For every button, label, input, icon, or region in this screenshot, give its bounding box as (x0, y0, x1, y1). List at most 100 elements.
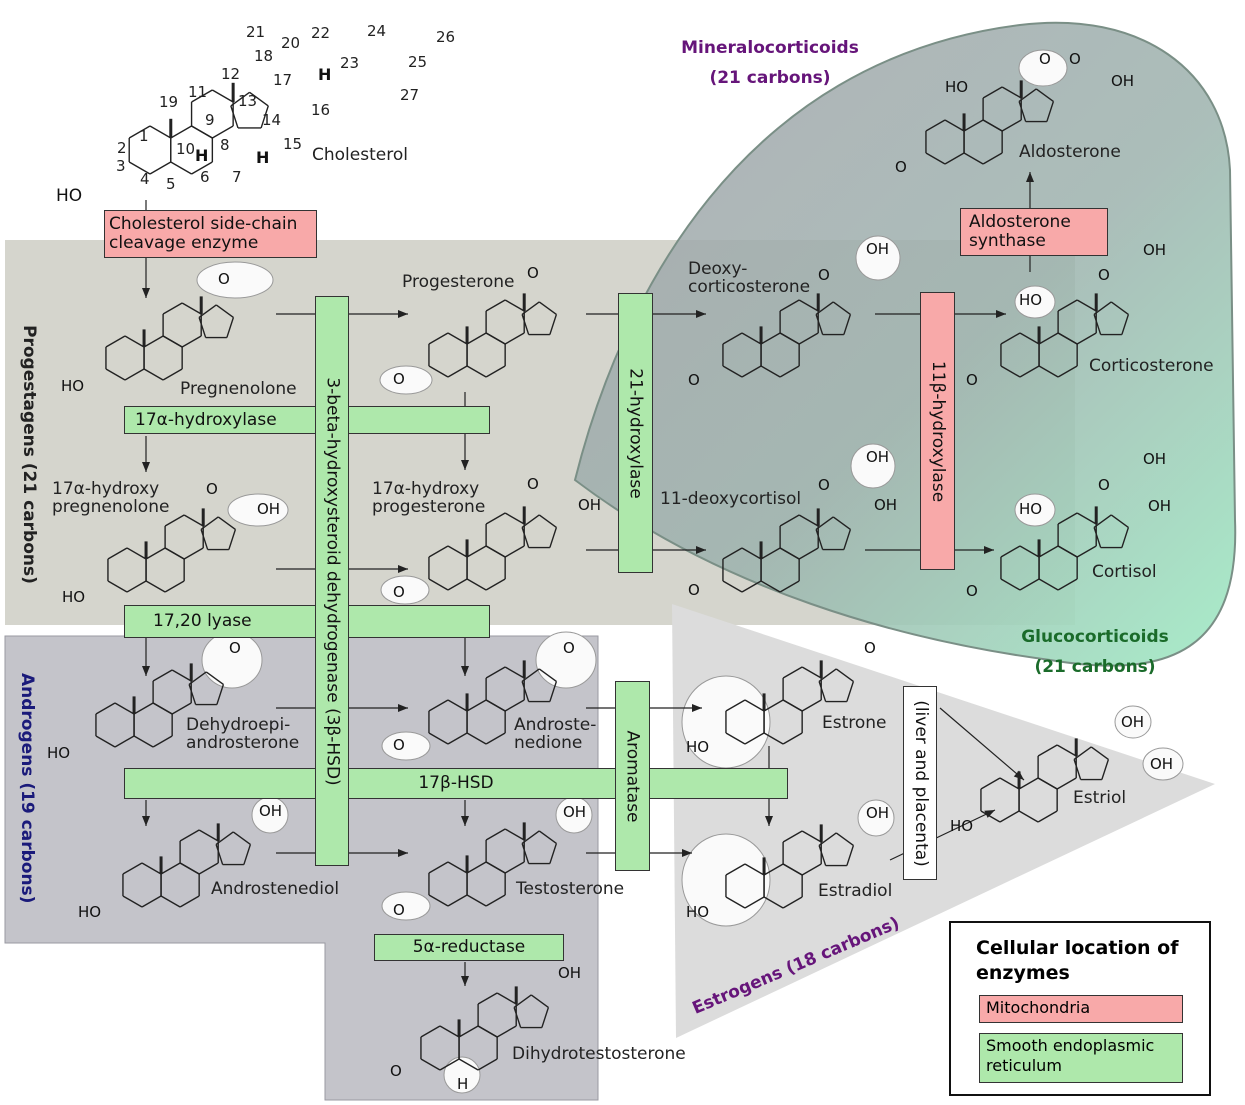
atom-o-estrone: O (864, 639, 876, 657)
atom-oh-deoxycortisol-17: OH (874, 496, 898, 514)
compound-17-hydroxyprogesterone: 17α-hydroxy progesterone (372, 479, 486, 517)
structure-androstenediol (122, 823, 252, 908)
carbon-number-20: 20 (281, 34, 301, 52)
corticoid-region (573, 21, 1237, 667)
carbon-number-25: 25 (408, 53, 428, 71)
compound-pregnenolone: Pregnenolone (180, 379, 297, 399)
atom-ho-androstenediol: HO (78, 903, 102, 921)
carbon-number-3: 3 (116, 157, 126, 175)
atom-oh-deoxycorticosterone: OH (866, 240, 890, 258)
structure-estradiol (725, 824, 855, 909)
compound-androstenedione: Androste- nedione (514, 715, 597, 753)
carbon-number-23: 23 (340, 54, 360, 72)
atom-o-androstenedione-17: O (563, 639, 575, 657)
atom-o-deoxycorticosterone-20: O (818, 266, 830, 284)
atom-o-deoxycortisol-20: O (818, 476, 830, 494)
atom-oh-dht: OH (558, 964, 582, 982)
atom-o-dhea: O (229, 639, 241, 657)
androgens-region (4, 635, 599, 1101)
progestagens-label: Progestagens (21 carbons) (19, 325, 39, 584)
atom-o-dht: O (390, 1062, 402, 1080)
atom-h-cholesterol-14: H (256, 148, 270, 167)
structure-11-deoxycortisol (722, 508, 852, 593)
compound-estradiol: Estradiol (818, 881, 893, 901)
enzyme-liver-placenta: (liver and placenta) (903, 686, 937, 880)
glucocorticoids-label: Glucocorticoids (21 carbons) (1021, 627, 1169, 677)
atom-o-hydroxyprogesterone-3: O (393, 583, 405, 601)
arrow-17ohp-dhea (142, 637, 150, 676)
atom-o-deoxycortisol-3: O (688, 581, 700, 599)
structure-17-hydroxypregnenolone (107, 508, 237, 593)
carbon-number-1: 1 (139, 127, 149, 145)
carbon-number-7: 7 (232, 168, 242, 186)
carbon-number-19: 19 (159, 93, 179, 111)
legend-title: Cellular location of enzymes (976, 937, 1179, 984)
arrow-andro-testo (461, 800, 469, 826)
enzyme-11b-hydroxylase: 11β-hydroxylase (920, 292, 955, 570)
carbon-number-22: 22 (311, 24, 331, 42)
enzyme-aldosterone-synthase: Aldosterone synthase (960, 208, 1108, 256)
carbon-number-13: 13 (238, 92, 258, 110)
atom-o-cortisol-20: O (1098, 476, 1110, 494)
carbon-number-10: 10 (176, 140, 196, 158)
carbon-number-17: 17 (273, 71, 293, 89)
structure-estrone (725, 660, 855, 745)
atom-o-corticosterone-20: O (1098, 266, 1110, 284)
carbon-number-27: 27 (400, 86, 420, 104)
structure-corticosterone (1000, 293, 1130, 378)
atom-o-testosterone: O (393, 901, 405, 919)
atom-ho-estriol: HO (950, 817, 974, 835)
atom-ho-corticosterone: HO (1019, 291, 1043, 309)
arrow-17ohprog-andro (461, 638, 469, 676)
carbon-number-26: 26 (436, 28, 456, 46)
enzyme-3b-hsd: 3-beta-hydroxysteroid dehydrogenase (3β-… (315, 296, 349, 866)
carbon-number-8: 8 (220, 136, 230, 154)
carbon-number-12: 12 (221, 65, 241, 83)
atom-h-dht: H (457, 1075, 469, 1093)
androgens-label: Androgens (19 carbons) (17, 673, 37, 904)
arrow-testo-dht (461, 962, 469, 986)
structure-progesterone (428, 293, 558, 378)
compound-progesterone: Progesterone (402, 272, 515, 292)
legend: Cellular location of enzymes Mitochondri… (949, 921, 1211, 1096)
enzyme-5a-reductase: 5α-reductase (374, 934, 564, 961)
atom-oh-testosterone: OH (563, 803, 587, 821)
atom-o-progesterone-20: O (527, 264, 539, 282)
atom-h-cholesterol-9: H (195, 146, 209, 165)
carbon-number-24: 24 (367, 22, 387, 40)
atom-o-corticosterone-3: O (966, 371, 978, 389)
compound-cholesterol: Cholesterol (312, 145, 408, 165)
structure-pregnenolone (105, 296, 235, 381)
atom-o-androstenedione-3: O (393, 736, 405, 754)
atom-oh-hydroxyprogesterone: OH (578, 496, 602, 514)
carbon-number-18: 18 (254, 47, 274, 65)
compound-testosterone: Testosterone (516, 879, 625, 899)
structure-dihydrotestosterone (420, 986, 550, 1071)
atom-oh-hydroxypregnenolone: OH (257, 500, 281, 518)
carbon-number-14: 14 (262, 111, 282, 129)
structure-dhea (95, 663, 225, 748)
atom-ho-aldosterone: HO (945, 78, 969, 96)
compound-estrone: Estrone (822, 713, 887, 733)
atom-h-cholesterol-17: H (318, 65, 332, 84)
atom-o-deoxycorticosterone-3: O (688, 371, 700, 389)
compound-androstenediol: Androstenediol (211, 879, 340, 899)
atom-o-pregnenolone: O (218, 270, 230, 288)
carbon-number-4: 4 (140, 170, 150, 188)
enzyme-side-chain-cleavage: Cholesterol side-chain cleavage enzyme (104, 210, 317, 258)
carbon-number-15: 15 (283, 135, 303, 153)
structure-aldosterone (925, 80, 1055, 165)
compound-17-hydroxypregnenolone: 17α-hydroxy pregnenolone (52, 479, 170, 517)
compound-corticosterone: Corticosterone (1089, 356, 1214, 376)
atom-oh-cortisol-21: OH (1143, 450, 1167, 468)
legend-smooth-er: Smooth endoplasmic reticulum (979, 1033, 1183, 1083)
enzyme-17b-hsd: 17β-HSD (124, 768, 788, 799)
compound-deoxycorticosterone: Deoxy- corticosterone (688, 259, 811, 297)
carbon-number-9: 9 (205, 111, 215, 129)
arrow-estrone-estriol (939, 707, 1025, 781)
atom-ho-dhea: HO (47, 744, 71, 762)
atom-o-aldosterone-20: O (1069, 50, 1081, 68)
